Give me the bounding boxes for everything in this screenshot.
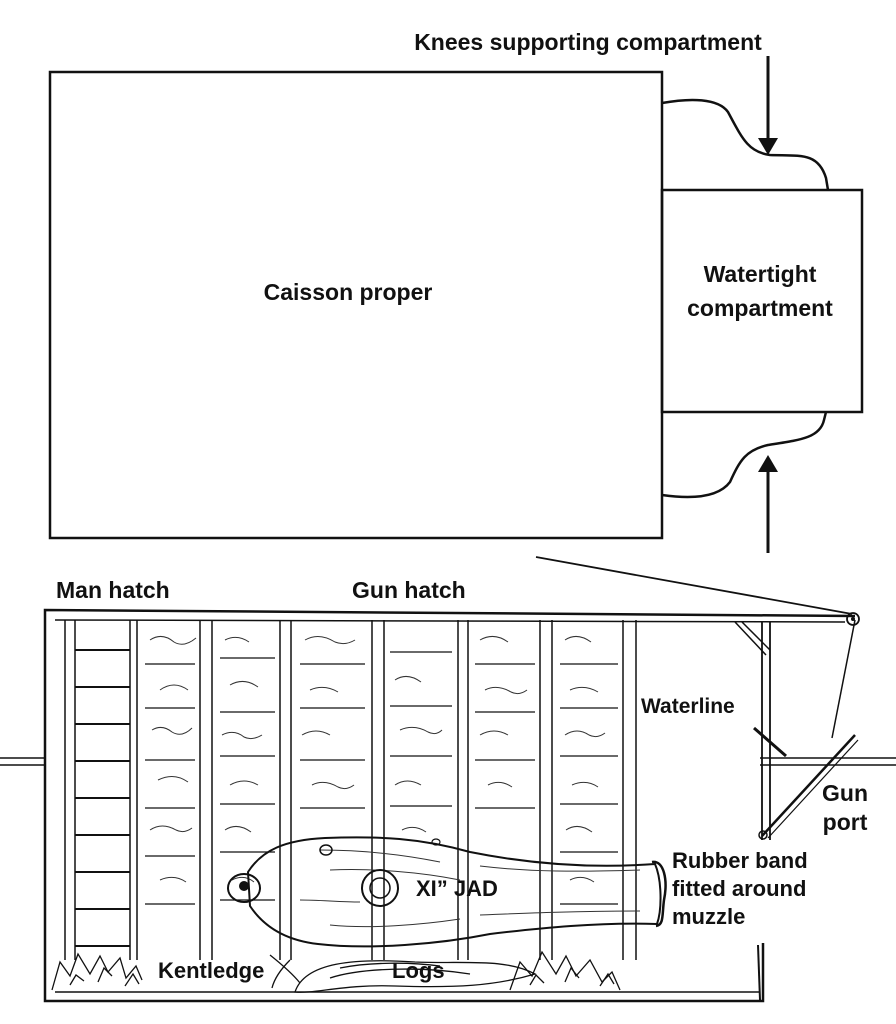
gun-name-label: XI” JAD: [416, 876, 498, 901]
gun-cascabel: [227, 873, 261, 903]
rubber-band-label-line3: muzzle: [672, 904, 745, 929]
waterline-pointer: [753, 726, 787, 758]
gun-hatch-label: Gun hatch: [352, 577, 466, 603]
caisson-proper-outline: [48, 70, 664, 540]
knees-arrowhead-down: [758, 138, 778, 155]
kentledge-ballast: [51, 950, 621, 993]
knees-arrowhead-up: [758, 455, 778, 472]
lower-knee: [661, 411, 828, 499]
rubber-band-label-line1: Rubber band: [672, 848, 808, 873]
deck-inner-line: [54, 619, 846, 623]
logs-label: Logs: [392, 958, 445, 983]
wall-boards: [145, 651, 618, 905]
watertight-label-line2: compartment: [687, 295, 833, 321]
hull-outline: [43, 608, 856, 1003]
upper-knee: [661, 98, 830, 191]
bow-structure: [535, 556, 860, 1001]
wood-grain-texture: [149, 636, 606, 883]
xi-inch-dahlgren-gun: [227, 836, 667, 948]
gun-port-label-line1: Gun: [822, 780, 868, 806]
pulley-wheel: [846, 612, 860, 626]
watertight-compartment-outline: [660, 188, 864, 414]
gun-port-chain: [831, 619, 856, 739]
rubber-band: [651, 860, 667, 928]
section-view: Man hatch Gun hatch Waterline Gun port R…: [0, 556, 896, 1003]
man-hatch-ladder: [64, 620, 138, 960]
gun-port-hinge: [758, 830, 768, 840]
watertight-label-line1: Watertight: [704, 261, 817, 287]
rubber-band-label-line2: fitted around: [672, 876, 806, 901]
knees-label: Knees supporting compartment: [414, 29, 762, 55]
hoist-rope: [535, 556, 853, 615]
gun-trunnion-inner: [369, 877, 391, 899]
kentledge-label: Kentledge: [158, 958, 264, 983]
gun-port-label-line2: port: [823, 809, 868, 835]
caisson-proper-label: Caisson proper: [264, 279, 433, 305]
plan-view: Knees supporting compartment Caisson pro…: [48, 29, 864, 553]
gun-port-flap: [761, 734, 856, 837]
gun-trunnion-outer: [361, 869, 399, 907]
waterline-label: Waterline: [641, 695, 735, 718]
man-hatch-label: Man hatch: [56, 577, 170, 603]
